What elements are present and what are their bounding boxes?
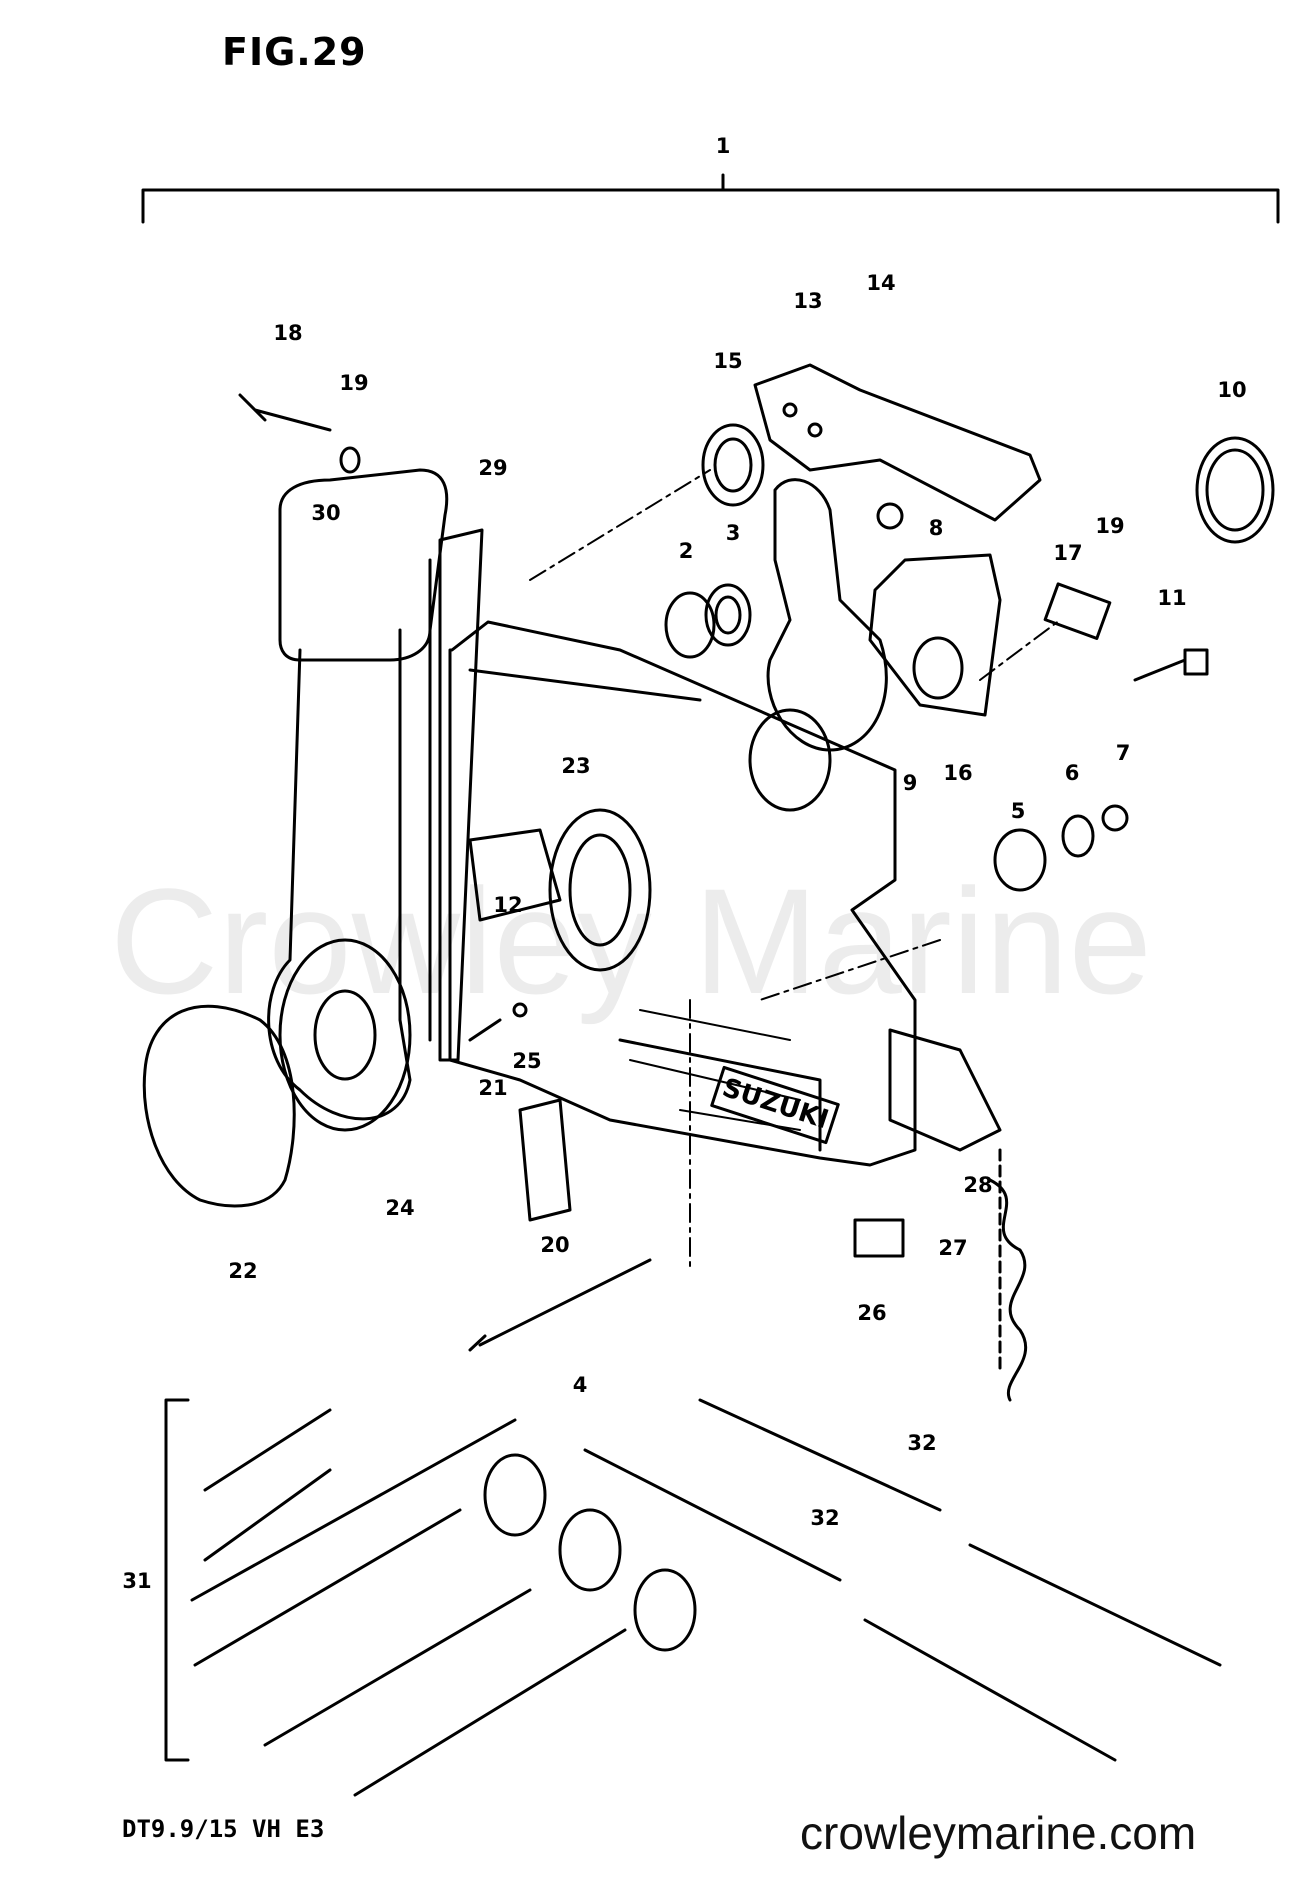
throttle-arm-13 [753,363,1042,522]
callout-25: 25 [512,1049,541,1073]
callout-12: 12 [493,893,522,917]
washer-6 [1061,814,1095,858]
kit-31-parts [190,1408,697,1797]
callout-14: 14 [866,271,895,295]
screw-21 [468,1018,502,1042]
callout-19b: 19 [1095,514,1124,538]
washer-25 [512,1002,528,1018]
callout-27: 27 [938,1236,967,1260]
bracket-20 [518,1098,572,1222]
callout-3: 3 [726,521,741,545]
gasket-15 [701,423,765,507]
callout-9: 9 [903,771,918,795]
control-cable-lower [583,1448,1117,1762]
callout-4: 4 [573,1373,588,1397]
bushing-2 [664,591,716,659]
ring-10 [1195,436,1275,544]
callout-16: 16 [943,761,972,785]
callout-23: 23 [561,754,590,778]
callout-21: 21 [478,1076,507,1100]
callout-22: 22 [228,1259,257,1283]
bracket-16 [868,553,1002,717]
watermark: Crowley Marine [110,857,1152,1025]
callout-11: 11 [1157,586,1186,610]
callout-19a: 19 [339,371,368,395]
callout-15: 15 [713,349,742,373]
callout-29: 29 [478,456,507,480]
long-bolt-4 [468,1258,652,1352]
screw-18 [238,393,332,432]
callout-32a: 32 [907,1431,936,1455]
callout-8: 8 [929,516,944,540]
washer-19 [339,446,361,474]
control-lever-arm [267,468,449,1132]
callout-1: 1 [716,134,731,158]
clip-26 [853,1218,905,1258]
assembly-bracket-1 [141,173,1280,224]
callout-5: 5 [1011,799,1026,823]
spacer-5 [993,828,1047,892]
brand-plate [710,1065,840,1145]
kit-bracket-31 [164,1398,190,1762]
callout-30: 30 [311,501,340,525]
shift-plate-9 [748,478,888,812]
callout-7: 7 [1116,741,1131,765]
callout-24: 24 [385,1196,414,1220]
stop-switch [888,1028,1028,1402]
callout-28: 28 [963,1173,992,1197]
callout-2: 2 [679,539,694,563]
clip-17 [1043,582,1112,640]
callout-20: 20 [540,1233,569,1257]
bolt-11 [1133,648,1209,682]
bushing-3 [704,583,752,647]
control-cable-upper [698,1398,1222,1667]
assembly-lines [529,469,1061,1271]
callout-26: 26 [857,1301,886,1325]
nut-7 [1101,804,1129,832]
model-code: DT9.9/15 VH E3 [122,1815,325,1843]
callout-6: 6 [1065,761,1080,785]
callout-13: 13 [793,289,822,313]
callout-18: 18 [273,321,302,345]
callout-10: 10 [1217,378,1246,402]
callout-32b: 32 [810,1506,839,1530]
hub-cover [142,1004,296,1208]
shift-cam [468,808,652,972]
callout-31: 31 [122,1569,151,1593]
nut-8 [876,502,904,530]
part-callouts: 1 2 3 4 5 6 7 8 9 10 11 12 13 14 15 16 1… [122,134,1246,1593]
fig-title: FIG.29 [222,30,367,74]
trim-switch-bar [428,528,484,1062]
website-url: crowleymarine.com [800,1807,1197,1859]
callout-17: 17 [1053,541,1082,565]
